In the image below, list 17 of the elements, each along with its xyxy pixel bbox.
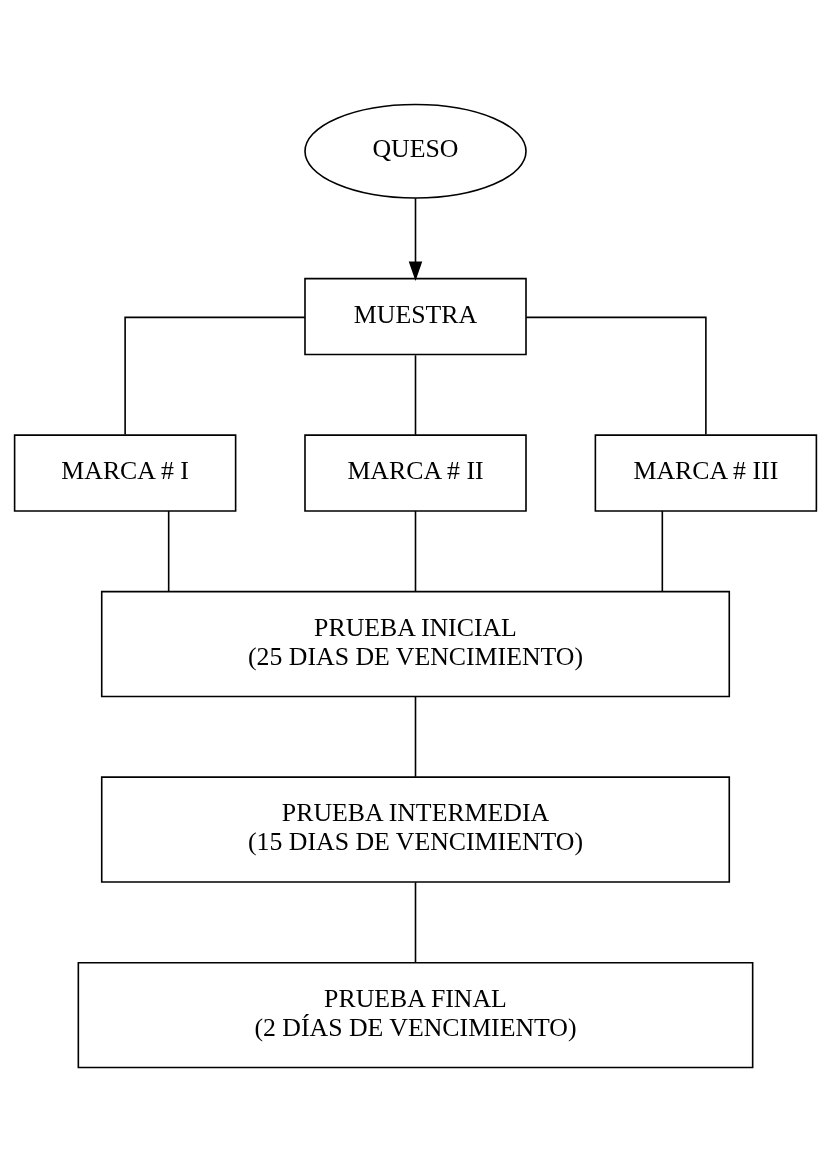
connector [414,510,417,593]
node-box: PRUEBA INICIAL (25 DIAS DE VENCIMIENTO) [100,590,731,698]
connector [414,695,417,778]
connector [414,881,417,964]
connector [661,510,664,593]
node-ellipse: QUESO [304,103,527,199]
connector [414,354,417,436]
node-box: MARCA # I [13,434,237,512]
node-box: PRUEBA FINAL (2 DÍAS DE VENCIMIENTO) [77,961,754,1069]
node-box: PRUEBA INTERMEDIA (15 DIAS DE VENCIMIENTO) [100,776,731,883]
node-box: MUESTRA [304,277,527,356]
connector [525,316,707,436]
arrow [408,197,423,281]
connector [124,316,306,436]
connector [167,510,170,593]
node-box: MARCA # III [594,434,818,512]
node-box: MARCA # II [304,434,527,512]
